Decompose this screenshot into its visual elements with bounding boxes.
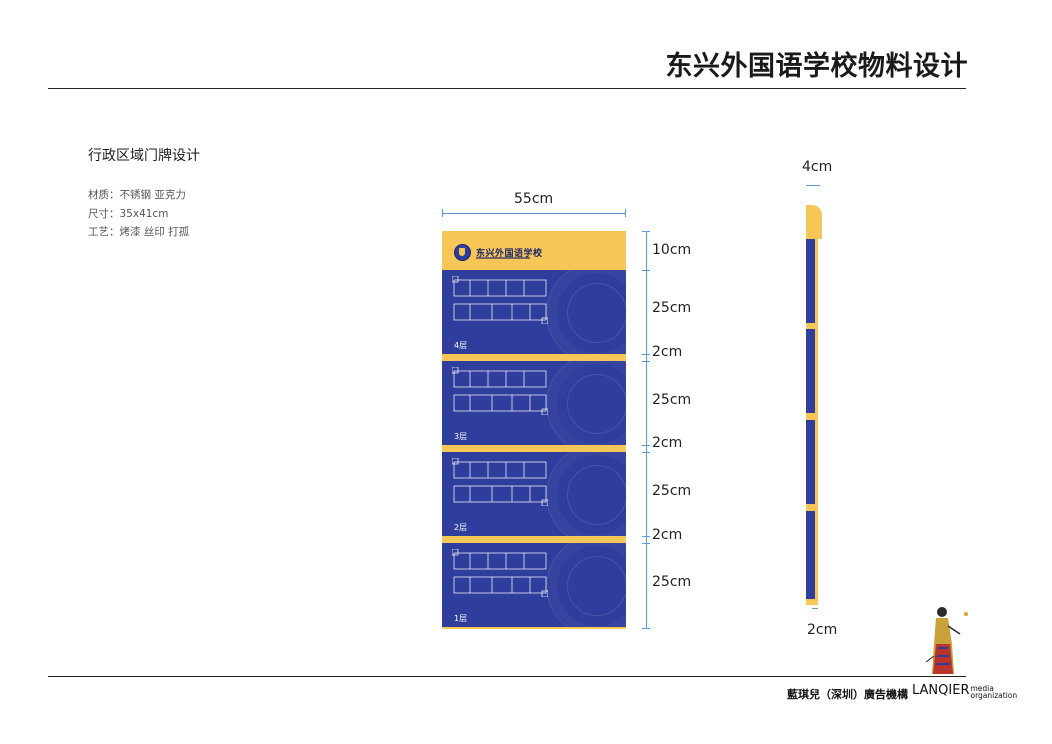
height-dimension-tick [642,628,650,629]
seal-watermark-icon [546,270,626,354]
height-dimension-line [646,231,647,629]
height-dimension-tick [642,354,650,355]
floor-plan-icon [452,367,548,415]
side-panel [806,511,815,599]
height-dimension-tick [642,536,650,537]
door-sign-side-view [806,205,822,605]
width-dimension-tick [625,209,626,217]
spec-size: 尺寸：35x41cm [88,208,169,220]
floor-label: 1层 [454,614,468,623]
panel-gap-band [442,445,626,452]
side-depth-line [806,185,820,186]
panel-gap-band [442,354,626,361]
side-top-band [806,205,822,239]
spec-process: 工艺：烤漆 丝印 打孤 [88,226,190,238]
footer-company-name: 藍琪兒（深圳）廣告機構 [787,688,908,701]
side-gap-line [812,608,818,609]
bottom-band [442,627,626,629]
sign-header-band: 东兴外国语学校 [442,231,626,270]
height-dimension-tick [642,270,650,271]
floor-label: 2层 [454,523,468,532]
height-dimension-tick [642,361,650,362]
brand-tagline-organization: organization [970,691,1018,700]
floor-panel-3: 3层 [442,361,626,445]
floor-label: 4层 [454,341,468,350]
side-panel [806,420,815,504]
panel-height-label: 25cm [652,574,692,590]
spec-material: 材质：不锈钢 亚克力 [88,189,186,201]
width-dimension-line [442,213,626,214]
bottom-divider [48,676,966,677]
panel-gap-band [442,536,626,543]
school-emblem-icon [454,244,471,261]
height-dimension-tick [642,231,650,232]
width-dimension-tick [442,209,443,217]
seal-watermark-icon [546,452,626,536]
height-dimension-tick [642,445,650,446]
side-panel [806,239,815,323]
panel-height-label: 25cm [652,483,692,499]
side-depth-label: 4cm [802,159,833,175]
floor-panel-1: 1层 [442,543,626,627]
brand-tagline-media: media [970,684,994,693]
floor-plan-icon [452,458,548,506]
top-divider [48,88,966,89]
brand-wordmark: LANQIER [912,683,970,698]
brand-figure-icon [925,607,968,674]
floor-plan-icon [452,549,548,597]
school-name-english-line [476,257,530,259]
floor-label: 3层 [454,432,468,441]
side-panel [806,329,815,413]
gap-height-label: 2cm [652,435,683,451]
height-dimension-tick [642,543,650,544]
floor-panel-4: 4层 [442,270,626,354]
seal-watermark-icon [546,543,626,627]
gap-height-label: 2cm [652,527,683,543]
seal-watermark-icon [546,361,626,445]
panel-height-label: 25cm [652,300,692,316]
page-title: 东兴外国语学校物料设计 [665,51,968,82]
panel-height-label: 25cm [652,392,692,408]
school-name: 东兴外国语学校 [476,249,543,259]
header-height-label: 10cm [652,242,692,258]
floor-panel-2: 2层 [442,452,626,536]
section-title: 行政区域门牌设计 [88,148,200,164]
gap-height-label: 2cm [652,344,683,360]
door-sign-front-view: 东兴外国语学校 4层 3层 [442,231,626,629]
floor-plan-icon [452,276,548,324]
width-dimension-label: 55cm [514,191,554,207]
side-gap-label: 2cm [807,622,838,638]
height-dimension-tick [642,452,650,453]
